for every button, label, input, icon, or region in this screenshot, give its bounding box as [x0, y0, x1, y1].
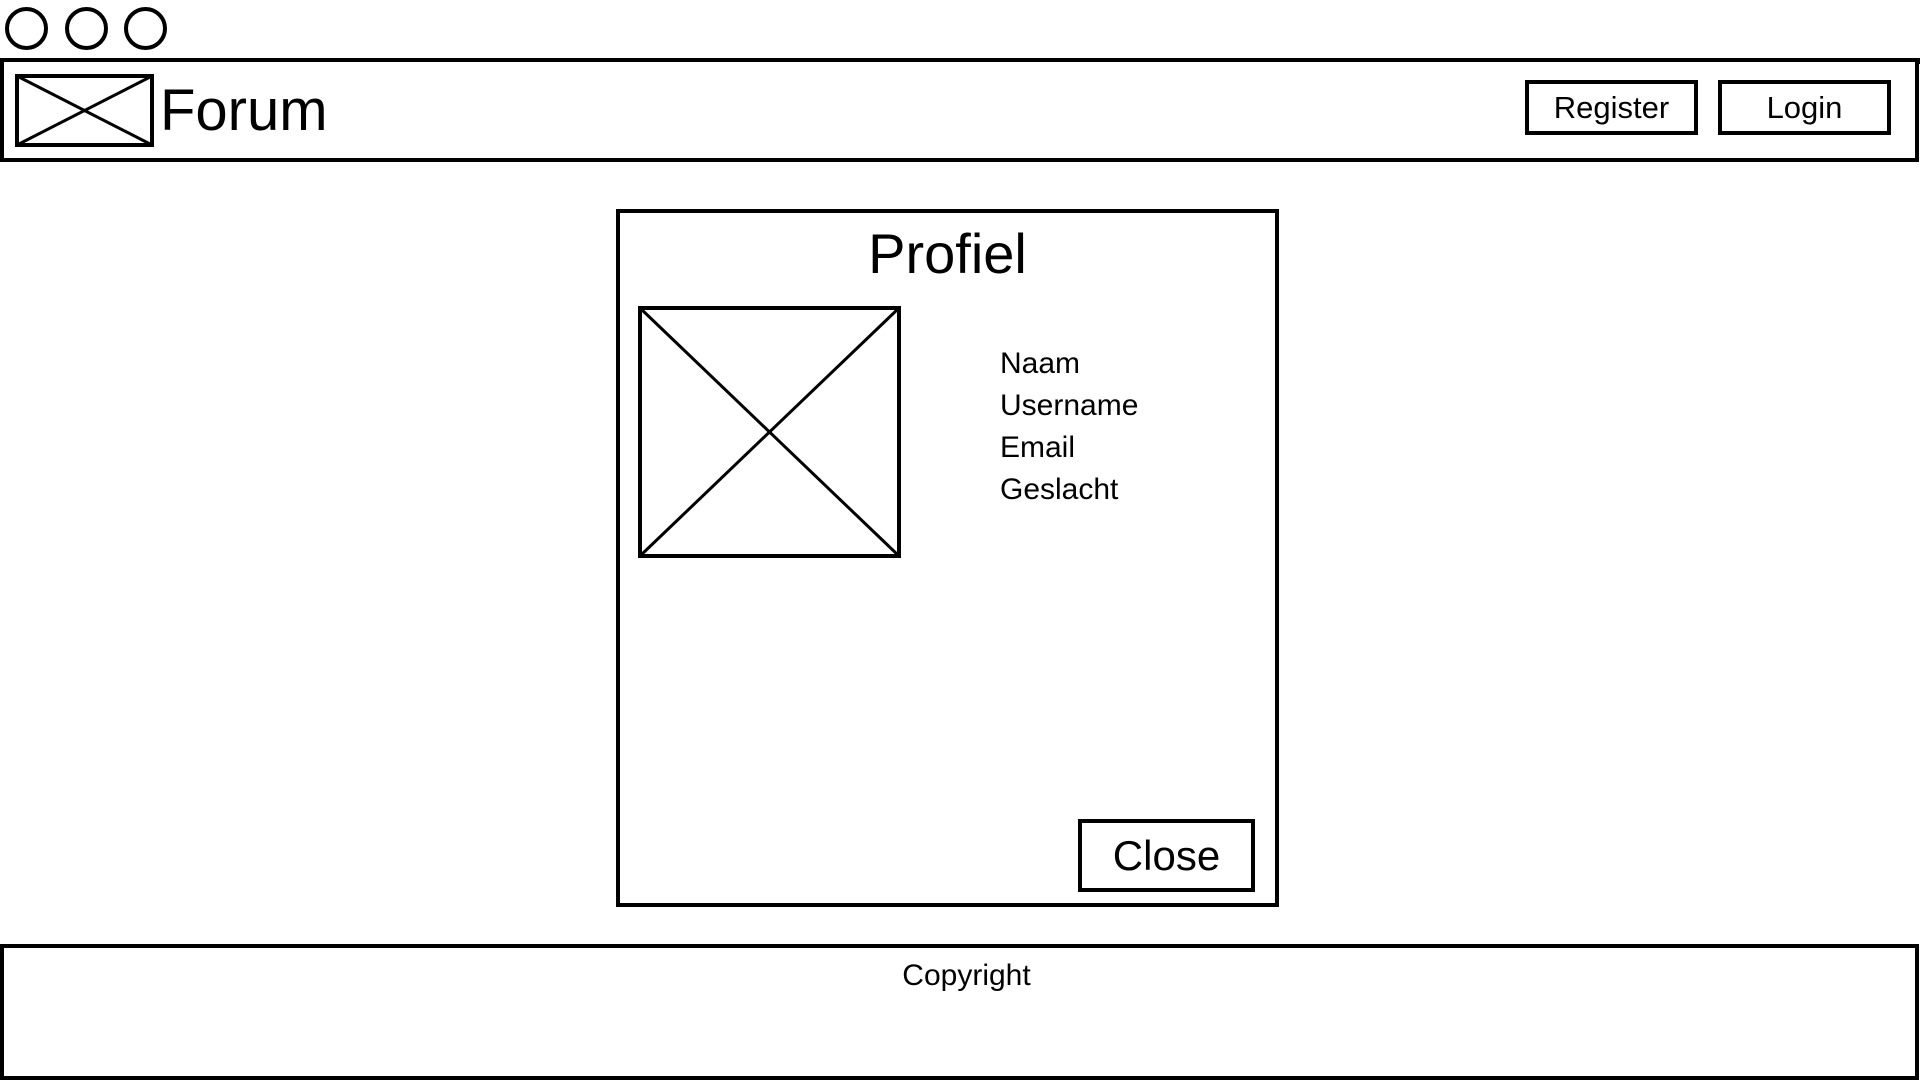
profile-fields: Naam Username Email Geslacht — [1000, 343, 1138, 511]
image-placeholder-icon[interactable] — [15, 74, 154, 147]
site-title[interactable]: Forum — [160, 78, 328, 143]
copyright-text: Copyright — [902, 959, 1031, 992]
register-button[interactable]: Register — [1525, 80, 1698, 135]
site-footer: Copyright — [0, 944, 1919, 1080]
field-username: Username — [1000, 389, 1139, 422]
field-naam: Naam — [1000, 347, 1081, 380]
avatar-placeholder-icon — [638, 306, 901, 558]
login-button[interactable]: Login — [1718, 80, 1891, 135]
site-header: Forum Register Login — [0, 62, 1919, 162]
field-geslacht: Geslacht — [1000, 473, 1119, 506]
window-maximize-dot[interactable] — [124, 7, 167, 50]
window-minimize-dot[interactable] — [65, 7, 108, 50]
profile-title: Profiel — [868, 222, 1027, 285]
window-close-dot[interactable] — [5, 7, 48, 50]
profile-panel: Profiel Naam Username Email Geslacht Clo… — [616, 209, 1279, 907]
window-divider — [0, 58, 1920, 64]
field-email: Email — [1000, 431, 1076, 464]
close-button[interactable]: Close — [1078, 819, 1255, 892]
